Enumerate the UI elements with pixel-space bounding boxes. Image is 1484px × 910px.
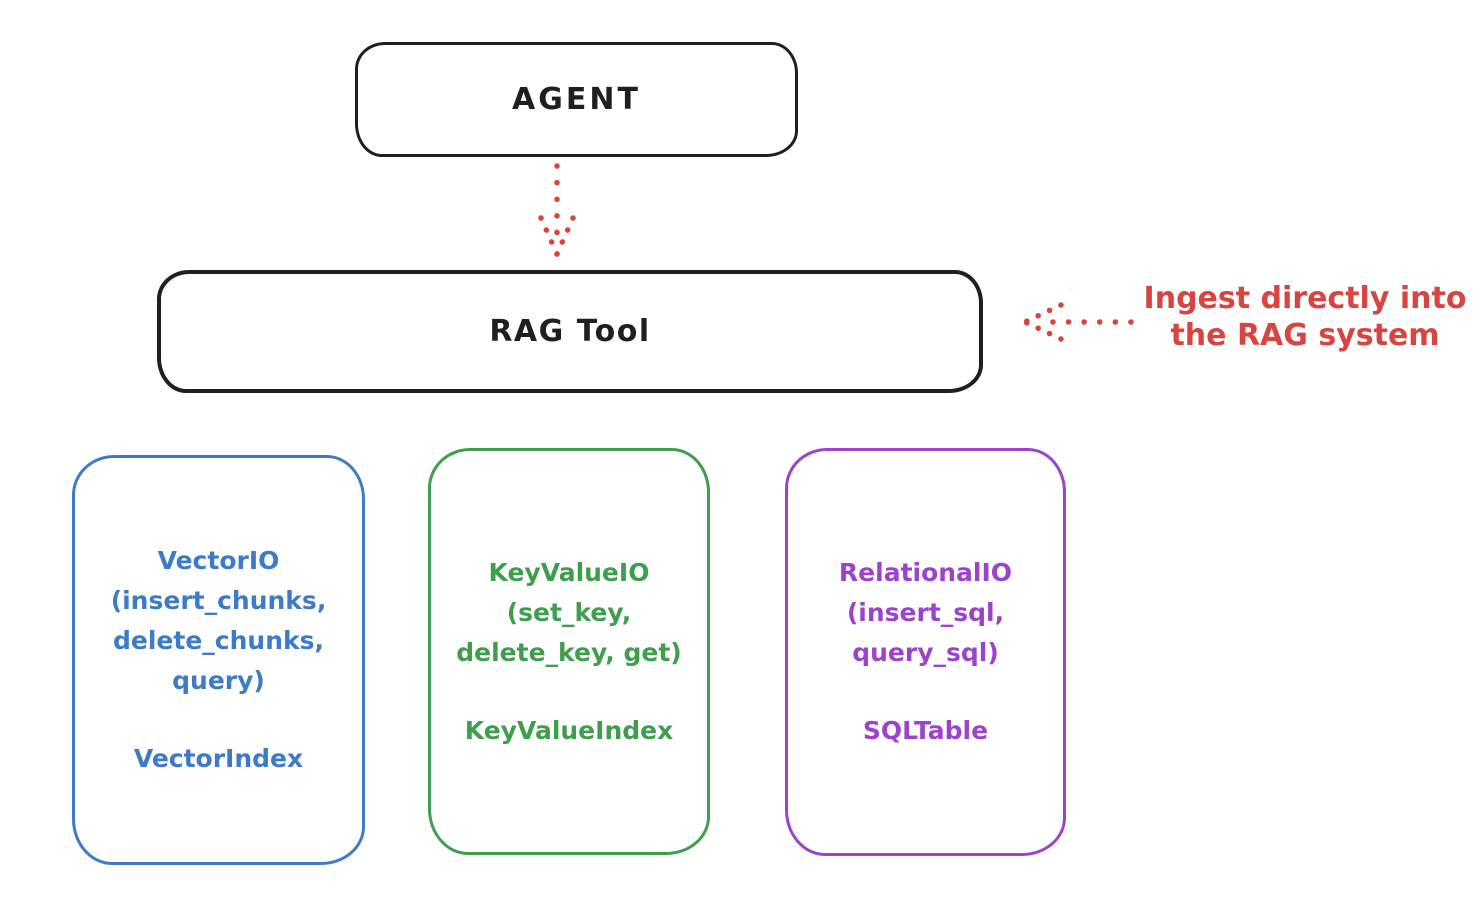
rag-tool-node: RAG Tool	[157, 270, 983, 393]
agent-label: AGENT	[512, 82, 641, 117]
ingest-arrow	[1022, 302, 1134, 342]
arrow-down-strokes	[538, 163, 576, 257]
ingest-annotation: Ingest directly into the RAG system	[1143, 281, 1467, 353]
agent-node: AGENT	[355, 42, 798, 157]
relational-io-node: RelationalIO (insert_sql, query_sql) SQL…	[785, 448, 1066, 856]
vector-io-methods: VectorIO (insert_chunks, delete_chunks, …	[110, 546, 327, 695]
keyvalue-io-index-label: KeyValueIndex	[464, 715, 674, 745]
vector-io-node: VectorIO (insert_chunks, delete_chunks, …	[72, 455, 365, 865]
agent-to-ragtool-arrow	[538, 163, 576, 257]
ingest-arrow-strokes	[1022, 302, 1134, 342]
vector-io-index-label: VectorIndex	[133, 744, 304, 773]
relational-io-methods: RelationalIO (insert_sql, query_sql)	[838, 558, 1013, 667]
keyvalue-io-node: KeyValueIO (set_key, delete_key, get) Ke…	[428, 448, 710, 855]
keyvalue-io-methods: KeyValueIO (set_key, delete_key, get)	[456, 557, 682, 667]
relational-io-index-label: SQLTable	[862, 716, 989, 745]
rag-tool-label: RAG Tool	[489, 314, 651, 349]
